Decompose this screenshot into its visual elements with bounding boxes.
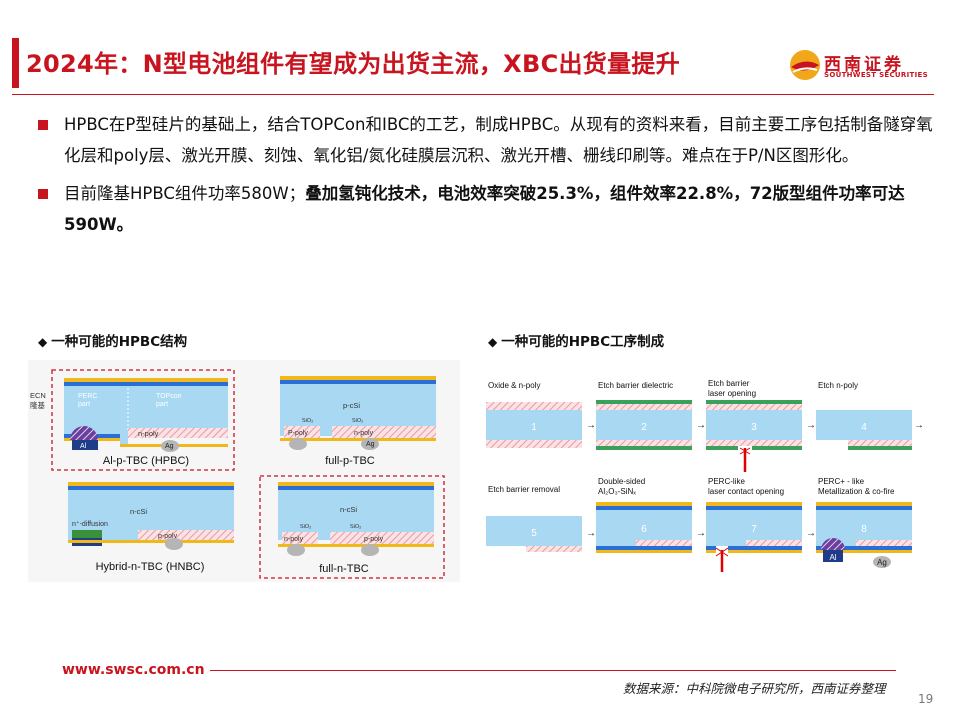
step8-diagram: Al Ag 8 xyxy=(816,502,912,568)
title-divider xyxy=(12,94,934,95)
page-number: 19 xyxy=(918,692,934,706)
svg-text:P-poly: P-poly xyxy=(288,430,308,437)
step1-label: Oxide & n-poly xyxy=(488,381,540,390)
logo-emblem-icon xyxy=(790,50,820,80)
ecn-label: ECN xyxy=(30,391,46,400)
footer-divider xyxy=(210,670,896,671)
arrow-icon: → xyxy=(586,420,596,431)
svg-text:5: 5 xyxy=(531,528,537,539)
cell-hybrid-n-tbc: n-cSi n⁺-diffusion p-poly Hybrid-n-TBC (… xyxy=(68,482,234,573)
svg-text:p-poly: p-poly xyxy=(364,536,384,543)
svg-text:SiO₂: SiO₂ xyxy=(350,524,361,530)
svg-text:PERC: PERC xyxy=(78,393,97,400)
svg-text:n-cSi: n-cSi xyxy=(340,505,357,514)
arrow-icon: → xyxy=(696,420,706,431)
svg-text:part: part xyxy=(78,401,90,408)
step8-label: PERC+ - like xyxy=(818,477,865,486)
step2-diagram: 2 xyxy=(596,400,692,450)
bullet-list: HPBC在P型硅片的基础上，结合TOPCon和IBC的工艺，制成HPBC。从现有… xyxy=(36,110,936,248)
arrow-icon: → xyxy=(696,528,706,539)
svg-text:2: 2 xyxy=(641,422,647,433)
svg-text:p-poly: p-poly xyxy=(158,533,178,540)
svg-text:SiO₂: SiO₂ xyxy=(352,418,363,424)
cell-full-n-tbc: n-cSi SiO₂ SiO₂ n-poly p-poly full-n-TBC xyxy=(259,475,445,579)
svg-text:n-poly: n-poly xyxy=(138,429,159,438)
step5-label: Etch barrier removal xyxy=(488,485,560,494)
step3-diagram: 3 xyxy=(706,400,802,472)
arrow-icon: → xyxy=(806,528,816,539)
step8-label-2: Metallization & co-fire xyxy=(818,487,895,496)
step6-label-2: Al₂O₃-SiNₓ xyxy=(598,487,636,496)
bullet-text: 目前隆基HPBC组件功率580W； xyxy=(64,184,306,203)
svg-text:n-poly: n-poly xyxy=(284,536,304,543)
logo-name-cn: 西南证券 xyxy=(824,55,904,75)
figure1-heading: ◆一种可能的HPBC结构 xyxy=(38,334,188,350)
page-title: 2024年：N型电池组件有望成为出货主流，XBC出货量提升 xyxy=(26,50,680,78)
svg-text:8: 8 xyxy=(861,524,867,535)
cell-full-p-tbc: p-cSi SiO₂ SiO₂ P-poly n-poly Ag full-p-… xyxy=(280,376,436,467)
caption-full-n-tbc: full-n-TBC xyxy=(319,563,369,575)
step3-label: Etch barrier xyxy=(708,379,750,388)
svg-text:Ag: Ag xyxy=(877,558,887,567)
bullet-square-icon xyxy=(38,120,48,130)
title-accent-bar xyxy=(12,38,19,88)
step6-diagram: 6 xyxy=(596,502,692,553)
svg-text:Al: Al xyxy=(80,443,87,450)
svg-text:6: 6 xyxy=(641,524,647,535)
bullet-item: 目前隆基HPBC组件功率580W；叠加氢钝化技术，电池效率突破25.3%，组件效… xyxy=(36,179,936,240)
arrow-icon: → xyxy=(586,528,596,539)
bullet-square-icon xyxy=(38,189,48,199)
cell-al-p-tbc: PERC part TOPcon part n-poly Al Ag Al-p-… xyxy=(51,369,235,471)
arrow-icon: → xyxy=(914,420,924,431)
diamond-icon: ◆ xyxy=(488,335,498,349)
figure-hpbc-process: Oxide & n-poly 1 → Etch barrier dielectr… xyxy=(482,364,928,574)
svg-text:SiO₂: SiO₂ xyxy=(302,418,313,424)
step7-diagram: 7 xyxy=(706,502,802,574)
longi-label: 隆基 xyxy=(30,400,45,410)
company-logo: 西南证券 SOUTHWEST SECURITIES xyxy=(788,48,938,86)
figure-hpbc-structures: ECN 隆基 PERC part TOPcon part n-poly Al A… xyxy=(28,360,460,582)
step7-label-2: laser contact opening xyxy=(708,487,784,496)
bullet-item: HPBC在P型硅片的基础上，结合TOPCon和IBC的工艺，制成HPBC。从现有… xyxy=(36,110,936,171)
step3-label-2: laser opening xyxy=(708,389,756,398)
caption-hybrid-n-tbc: Hybrid-n-TBC (HNBC) xyxy=(96,561,205,573)
diamond-icon: ◆ xyxy=(38,335,48,349)
figure2-heading: ◆一种可能的HPBC工序制成 xyxy=(488,334,665,350)
bullet-text: HPBC在P型硅片的基础上，结合TOPCon和IBC的工艺，制成HPBC。从现有… xyxy=(64,115,933,165)
data-source: 数据来源：中科院微电子研究所，西南证券整理 xyxy=(623,681,886,696)
svg-text:Ag: Ag xyxy=(366,441,375,448)
svg-text:TOPcon: TOPcon xyxy=(156,393,182,400)
svg-text:SiO₂: SiO₂ xyxy=(300,524,311,530)
caption-full-p-tbc: full-p-TBC xyxy=(325,455,375,467)
svg-text:Al: Al xyxy=(829,553,836,562)
svg-text:n-cSi: n-cSi xyxy=(130,507,147,516)
svg-text:4: 4 xyxy=(861,422,867,433)
svg-text:n-poly: n-poly xyxy=(354,430,374,437)
svg-text:n⁺-diffusion: n⁺-diffusion xyxy=(72,520,108,528)
svg-text:p-cSi: p-cSi xyxy=(343,401,360,410)
step5-diagram: 5 xyxy=(486,516,582,552)
svg-text:7: 7 xyxy=(751,524,757,535)
step7-label: PERC-like xyxy=(708,477,745,486)
step6-label: Double-sided xyxy=(598,477,645,486)
svg-text:Ag: Ag xyxy=(165,443,174,450)
bullet-text-bold: 叠加氢钝化技术，电池效率突破25.3%，组件效率22.8%，72版型组件功率可达… xyxy=(64,184,905,234)
arrow-icon: → xyxy=(806,420,816,431)
caption-al-p-tbc: Al-p-TBC (HPBC) xyxy=(103,455,189,467)
svg-text:part: part xyxy=(156,401,168,408)
step4-label: Etch n-poly xyxy=(818,381,858,390)
step4-diagram: 4 xyxy=(816,410,912,450)
footer-url: www.swsc.com.cn xyxy=(62,662,205,678)
logo-name-en: SOUTHWEST SECURITIES xyxy=(824,71,928,79)
svg-text:1: 1 xyxy=(531,422,537,433)
step1-diagram: 1 xyxy=(486,402,582,448)
step2-label: Etch barrier dielectric xyxy=(598,381,673,390)
svg-text:3: 3 xyxy=(751,422,757,433)
